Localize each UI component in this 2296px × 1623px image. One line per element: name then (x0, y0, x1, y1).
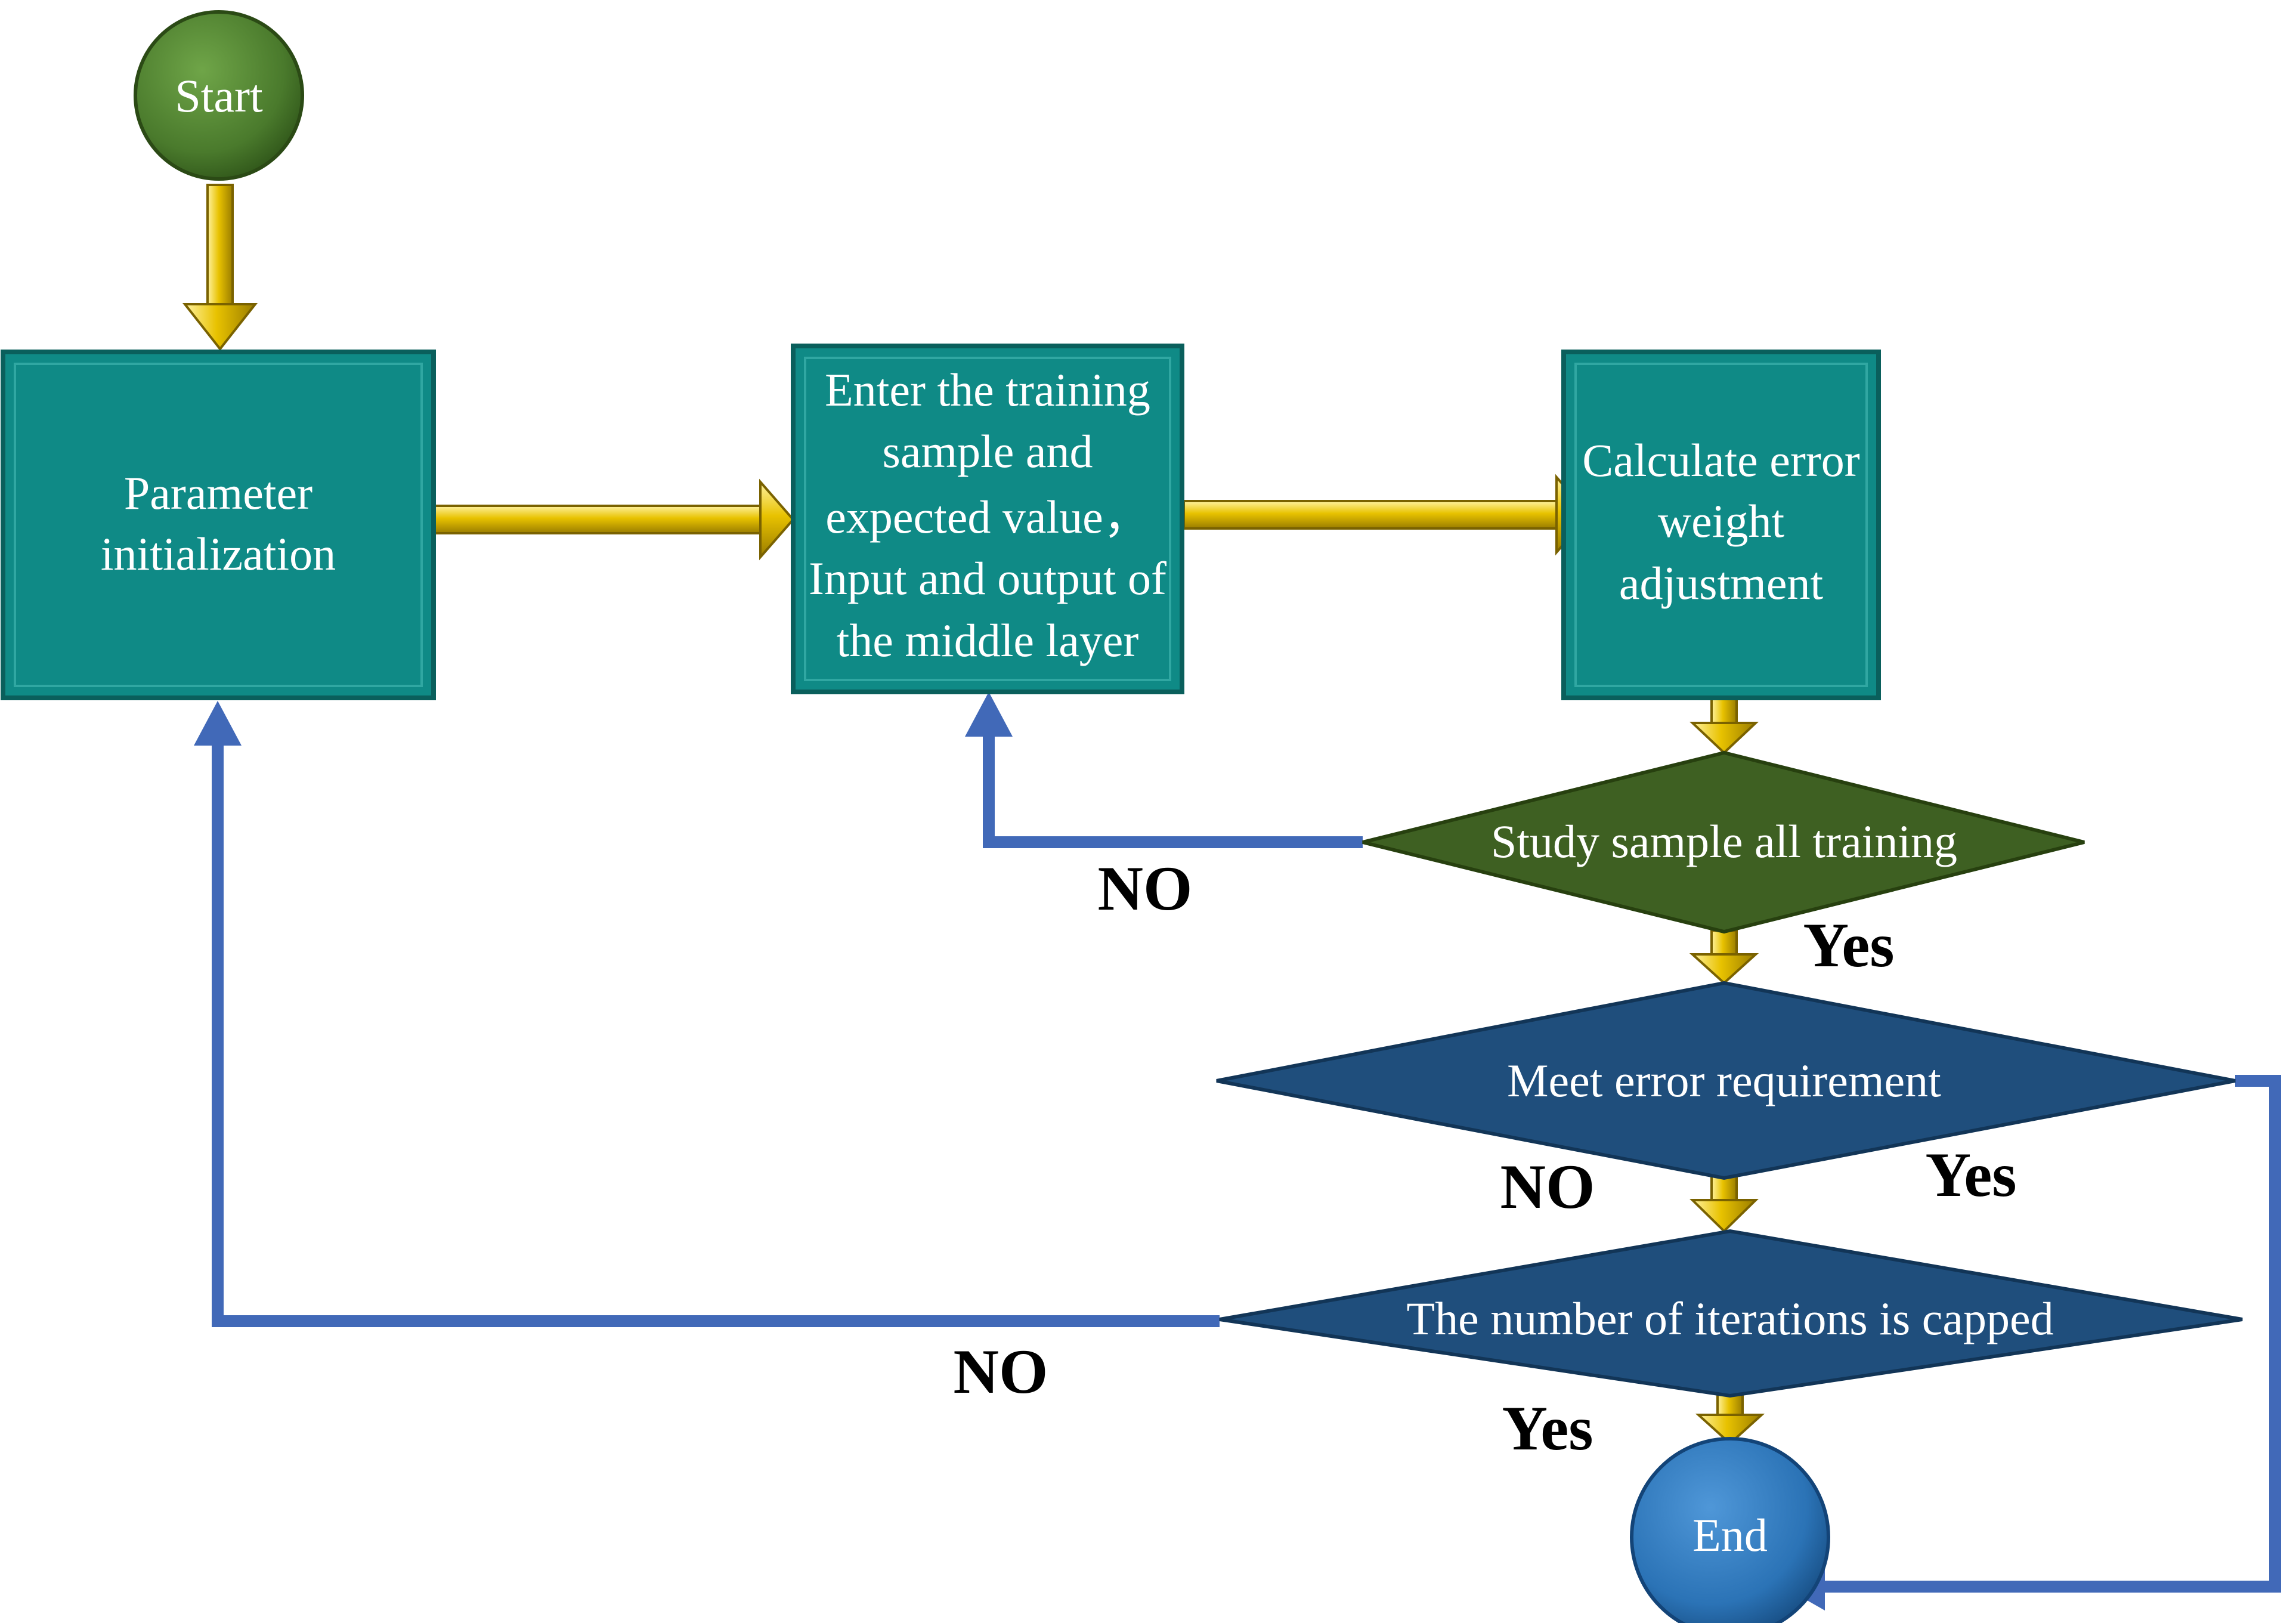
study-sample-label: Study sample all training (1491, 815, 1957, 867)
iter-no-label: NO (954, 1337, 1048, 1406)
param-init-line-2: initialization (101, 528, 336, 580)
loop-study-no-to-enter (965, 692, 1363, 848)
param-init-line-1: Parameter (124, 467, 312, 519)
arrow-calc-to-study (1689, 697, 1759, 755)
start-node: Start (134, 10, 304, 181)
end-label: End (1692, 1509, 1768, 1561)
arrow-start-to-param (182, 184, 258, 351)
enter-sample-line-1: Enter the training (825, 364, 1150, 416)
calc-error-line-2: weight (1658, 495, 1785, 547)
arrow-enter-to-calc (1183, 474, 1591, 556)
calc-error-line-3: adjustment (1619, 557, 1824, 609)
arrow-iter-to-end (1695, 1392, 1765, 1445)
meet-error-label: Meet error requirement (1507, 1055, 1941, 1106)
enter-sample-line-2: sample and (882, 425, 1093, 477)
iterations-capped-label: The number of iterations is capped (1406, 1293, 2053, 1344)
meet-error-decision: Meet error requirement (1216, 981, 2236, 1180)
arrow-meet-to-iter (1689, 1174, 1759, 1233)
calc-error-box: Calculate error weight adjustment (1561, 350, 1881, 700)
iter-yes-label: Yes (1502, 1393, 1593, 1463)
arrow-param-to-enter (431, 478, 795, 561)
iterations-capped-decision: The number of iterations is capped (1219, 1229, 2243, 1398)
enter-sample-line-3: expected value， (825, 491, 1150, 543)
enter-sample-line-4: Input and output of (809, 552, 1166, 604)
study-yes-label: Yes (1803, 910, 1894, 980)
start-label: Start (175, 70, 263, 122)
end-node: End (1630, 1437, 1830, 1623)
study-no-label: NO (1098, 854, 1193, 923)
enter-sample-line-5: the middle layer (837, 614, 1139, 666)
enter-sample-box: Enter the training sample and expected v… (791, 344, 1184, 694)
calc-error-line-1: Calculate error (1582, 434, 1860, 486)
meet-no-label: NO (1500, 1152, 1595, 1222)
arrow-study-to-meet (1689, 929, 1759, 985)
meet-yes-label: Yes (1925, 1140, 2016, 1210)
param-init-box: Parameter initialization (1, 350, 436, 700)
loop-iter-no-to-param (194, 701, 1220, 1327)
study-sample-decision: Study sample all training (1362, 750, 2085, 934)
